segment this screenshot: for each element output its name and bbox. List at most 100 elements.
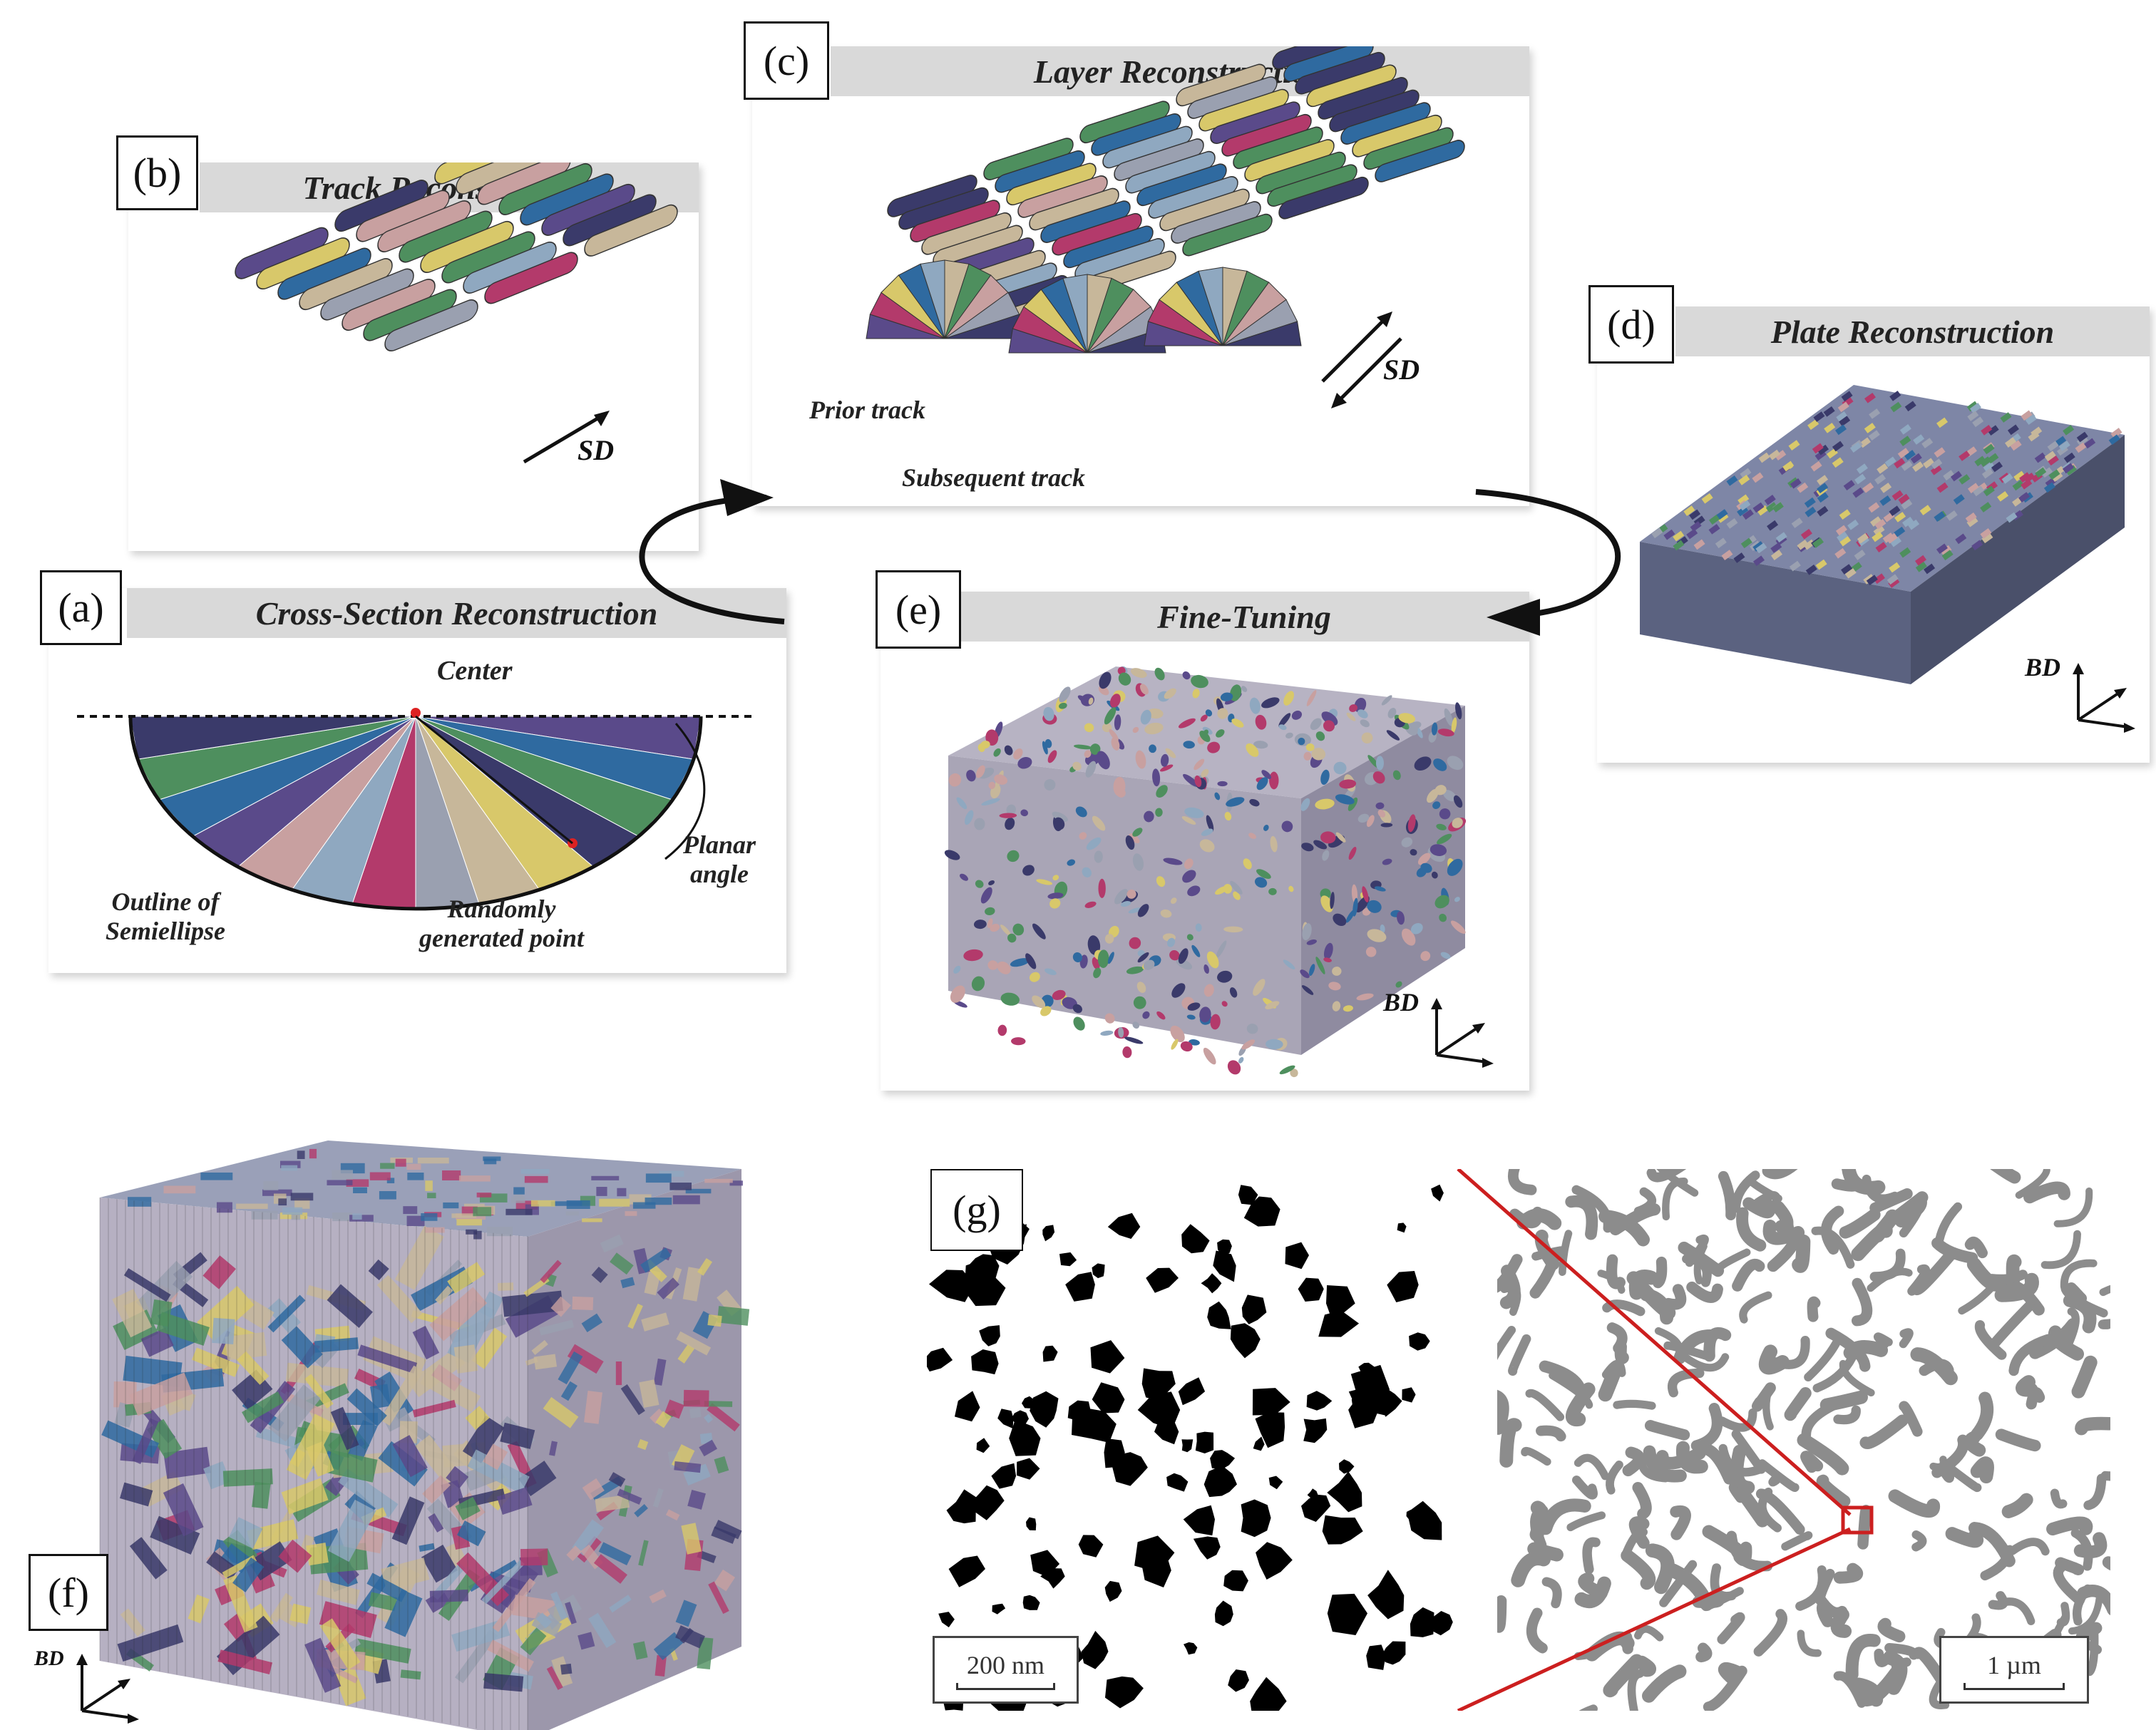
pore-ligament <box>1529 1500 1548 1542</box>
grain <box>999 813 1017 818</box>
pore-ligament <box>1851 1277 1873 1327</box>
pore-ligament <box>1781 1531 1813 1551</box>
grain <box>1181 815 1196 825</box>
grain-patch <box>155 1312 210 1346</box>
particle <box>1268 1476 1283 1490</box>
grain <box>1434 785 1447 796</box>
grain <box>1124 1036 1144 1044</box>
plate-track <box>1742 509 1754 520</box>
pore-ligament <box>1655 1447 1706 1470</box>
grain <box>1183 773 1199 788</box>
grain-patch <box>653 1358 667 1386</box>
outline-line-1: Outline of <box>111 887 220 916</box>
grain-patch <box>600 1234 624 1253</box>
grain <box>1220 692 1233 701</box>
plate-track <box>1862 482 1874 493</box>
grain-patch <box>412 1399 456 1418</box>
grain <box>1357 709 1368 719</box>
particle <box>1178 1377 1206 1406</box>
plate-track <box>1752 502 1765 513</box>
grain <box>1256 777 1268 791</box>
pore-ligament <box>1497 1325 1516 1361</box>
grain <box>1125 835 1135 850</box>
grain-patch <box>473 1207 492 1217</box>
grain-patch <box>304 1374 334 1409</box>
pore-ligament <box>2071 1355 2098 1399</box>
pore-ligament <box>2006 1254 2022 1297</box>
grain <box>1315 957 1325 974</box>
grain-patch <box>471 1327 508 1369</box>
particle <box>1017 1458 1040 1480</box>
pore-ligament <box>1833 1562 1864 1584</box>
grain-patch <box>429 1287 488 1342</box>
plate-track <box>1915 562 1927 572</box>
grain-patch <box>682 1267 703 1302</box>
grain <box>1144 722 1164 735</box>
grain <box>985 907 995 915</box>
grain <box>1432 801 1441 810</box>
grain-patch <box>672 1195 700 1205</box>
grain-patch <box>225 1332 267 1361</box>
particle <box>1339 1459 1355 1474</box>
panel-e-bd-label: BD <box>1383 988 1420 1016</box>
grain <box>1330 892 1335 910</box>
cube-side <box>1301 706 1465 1055</box>
grain <box>1029 972 1040 982</box>
grain-patch <box>247 1519 299 1550</box>
grain <box>1305 743 1315 751</box>
track-segment <box>1182 213 1273 257</box>
pore-ligament <box>1499 1418 1522 1468</box>
grain-patch <box>645 1173 672 1183</box>
grain-patch <box>368 1259 389 1281</box>
particle <box>1241 1499 1271 1538</box>
grain <box>1255 714 1267 730</box>
grain <box>1381 695 1392 706</box>
grain-patch <box>465 1406 490 1431</box>
grain-patch <box>421 1212 438 1221</box>
grain <box>1254 877 1268 888</box>
grain <box>1072 952 1082 963</box>
grain <box>1132 1021 1140 1029</box>
grain-patch <box>617 1188 627 1197</box>
particle <box>1065 1272 1095 1302</box>
plate-track <box>1967 411 1979 421</box>
plate-track <box>2058 441 2070 451</box>
pore-ligament <box>2098 1319 2110 1329</box>
grain-patch <box>163 1483 204 1537</box>
grain <box>956 797 967 810</box>
plate-track <box>1843 480 1855 491</box>
pore-ligament <box>2073 1532 2108 1559</box>
grain-patch <box>704 1178 733 1183</box>
grain <box>1321 711 1338 726</box>
pore-ligament <box>1695 1642 1713 1663</box>
grain-patch <box>147 1419 183 1459</box>
particle <box>962 1266 1006 1307</box>
grain <box>1309 964 1315 977</box>
pore-ligament <box>1686 1281 1723 1303</box>
grain-patch <box>699 1439 718 1457</box>
grain <box>1195 923 1202 932</box>
particle <box>1407 1500 1442 1540</box>
grain-patch <box>512 1595 556 1622</box>
grain-patch <box>431 1364 463 1391</box>
grain <box>1072 1004 1082 1014</box>
plate-track <box>1950 470 1962 482</box>
grain <box>1044 738 1052 748</box>
grain-patch <box>443 1202 459 1209</box>
panel-b-sd-label: SD <box>578 434 615 466</box>
grain <box>1436 823 1447 830</box>
plate-track <box>1864 423 1876 433</box>
pore-ligament <box>1792 1234 1811 1273</box>
pore-ligament <box>1675 1441 1708 1474</box>
grain-patch <box>381 1557 430 1591</box>
plate-track <box>1890 536 1902 547</box>
grain <box>1144 810 1154 823</box>
pore-ligament <box>1539 1360 1586 1396</box>
particle <box>1104 1580 1122 1602</box>
plate-track <box>1971 540 1983 551</box>
grain-patch <box>581 1313 603 1333</box>
grain-patch <box>334 1667 366 1706</box>
grain-patch <box>518 1461 557 1497</box>
pore-ligament <box>1534 1230 1560 1271</box>
particle <box>1327 1593 1367 1635</box>
